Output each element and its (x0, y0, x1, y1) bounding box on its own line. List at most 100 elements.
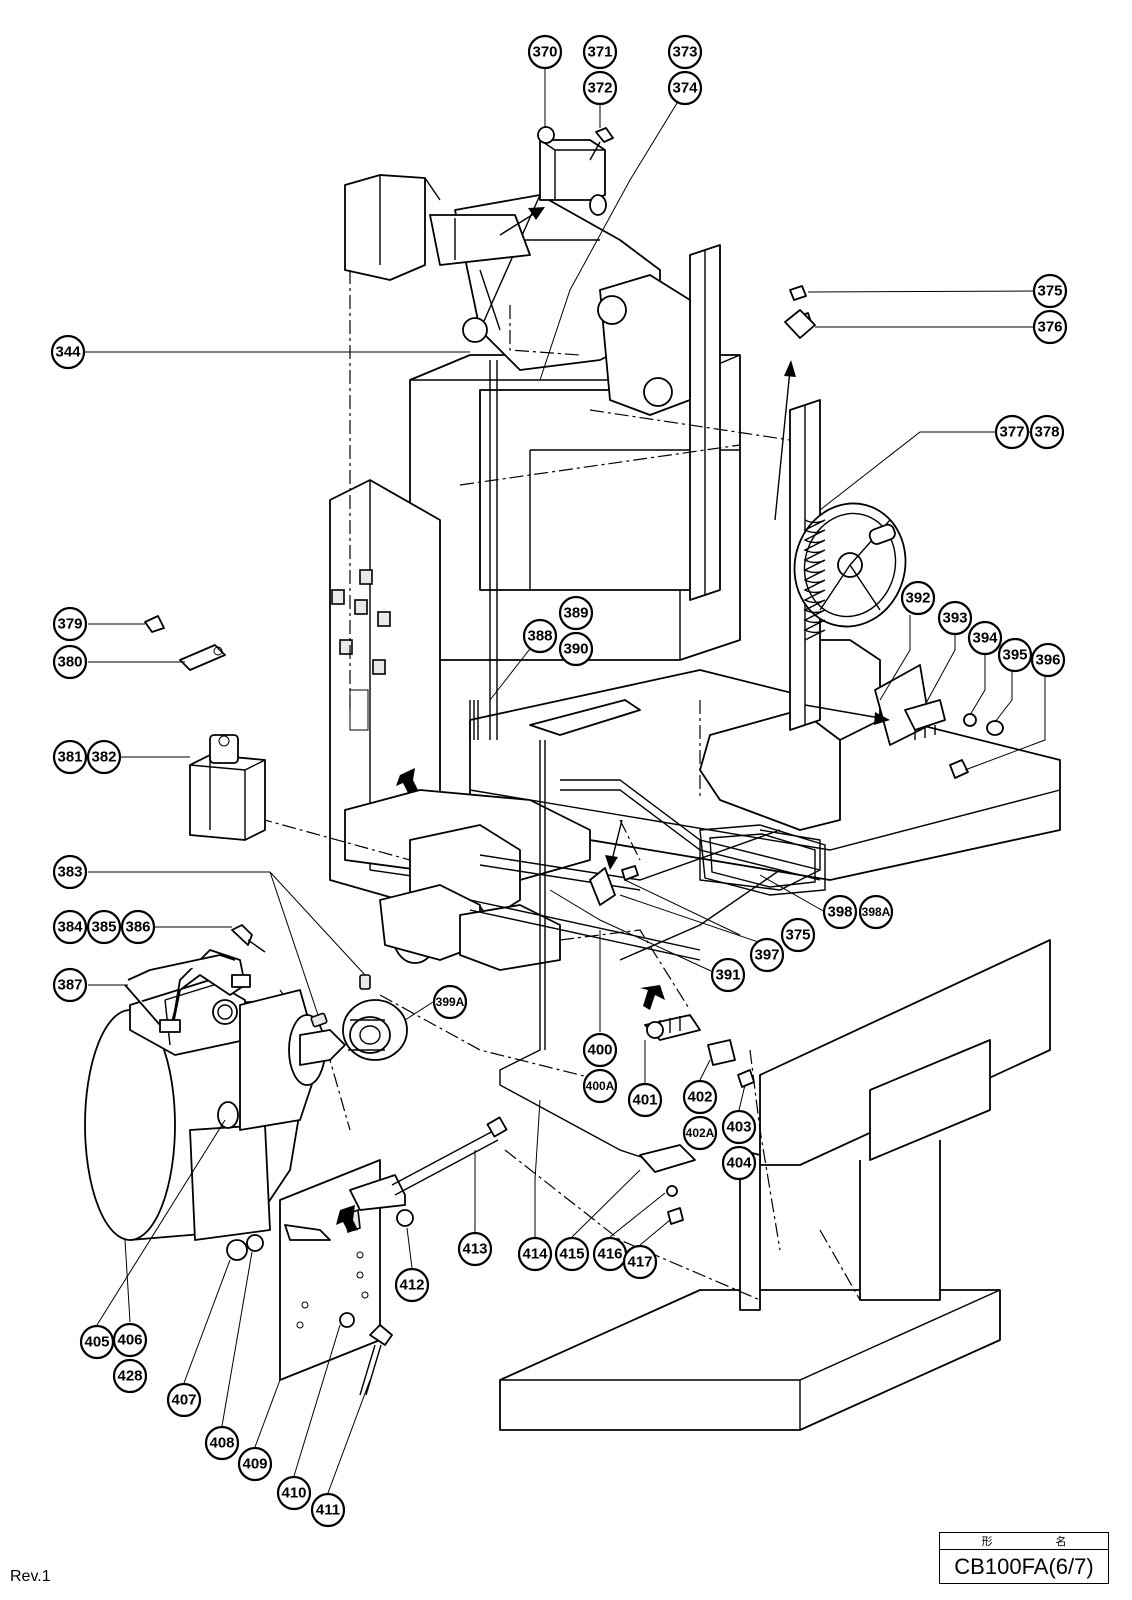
callout-403: 403 (721, 1109, 757, 1145)
svg-text:393: 393 (942, 610, 967, 627)
svg-text:416: 416 (597, 1246, 622, 1263)
callout-402: 402 (682, 1079, 718, 1115)
svg-text:401: 401 (632, 1092, 657, 1109)
svg-text:411: 411 (316, 1502, 340, 1519)
svg-text:381: 381 (57, 749, 82, 766)
model-code: CB100FA(6/7) (954, 1554, 1094, 1579)
svg-text:378: 378 (1034, 424, 1059, 441)
svg-text:398: 398 (827, 904, 852, 921)
svg-text:407: 407 (171, 1392, 196, 1409)
svg-text:344: 344 (55, 344, 81, 361)
svg-text:392: 392 (905, 590, 930, 607)
svg-text:388: 388 (527, 628, 552, 645)
svg-text:403: 403 (726, 1119, 751, 1136)
svg-text:377: 377 (999, 424, 1024, 441)
svg-text:402: 402 (687, 1089, 712, 1106)
callout-410: 410 (276, 1475, 312, 1511)
svg-text:399A: 399A (436, 995, 465, 1009)
model-header: 形 名 (940, 1533, 1108, 1550)
callout-384: 384 (52, 909, 88, 945)
callout-390: 390 (558, 631, 594, 667)
svg-text:387: 387 (57, 977, 82, 994)
svg-text:380: 380 (57, 654, 82, 671)
callout-404: 404 (721, 1145, 757, 1181)
revision-label: Rev.1 (10, 1568, 51, 1585)
callout-376: 376 (1032, 309, 1068, 345)
svg-text:413: 413 (462, 1241, 487, 1258)
svg-text:375: 375 (785, 927, 810, 944)
svg-text:382: 382 (91, 749, 116, 766)
svg-text:395: 395 (1002, 647, 1027, 664)
svg-text:370: 370 (532, 44, 557, 61)
svg-text:384: 384 (57, 919, 83, 936)
svg-text:372: 372 (587, 80, 612, 97)
callout-414: 414 (517, 1236, 553, 1272)
callout-383: 383 (52, 854, 88, 890)
callout-413: 413 (457, 1231, 493, 1267)
callout-398A: 398A (858, 894, 894, 930)
callout-386: 386 (120, 909, 156, 945)
svg-text:409: 409 (242, 1456, 267, 1473)
callout-405: 405 (79, 1324, 115, 1360)
svg-text:396: 396 (1035, 652, 1060, 669)
callout-407: 407 (166, 1382, 202, 1418)
callout-400A: 400A (582, 1068, 618, 1104)
svg-text:410: 410 (281, 1485, 306, 1502)
callout-370: 370 (527, 34, 563, 70)
svg-text:389: 389 (563, 605, 588, 622)
callout-395: 395 (997, 637, 1033, 673)
svg-text:391: 391 (715, 967, 740, 984)
callout-382: 382 (86, 739, 122, 775)
callout-344: 344 (50, 334, 86, 370)
callout-374: 374 (667, 70, 703, 106)
svg-text:383: 383 (57, 864, 82, 881)
callout-411: 411 (310, 1492, 346, 1528)
callout-380: 380 (52, 644, 88, 680)
callout-375-mid: 375 (780, 917, 816, 953)
svg-text:415: 415 (559, 1246, 584, 1263)
callout-378: 378 (1029, 414, 1065, 450)
callout-416: 416 (592, 1236, 628, 1272)
svg-text:408: 408 (209, 1435, 234, 1452)
callout-371: 371 (582, 34, 618, 70)
svg-text:400A: 400A (586, 1079, 615, 1093)
svg-text:405: 405 (84, 1334, 109, 1351)
callouts: 370 371 372 373 374 375 376 344 377 378 … (50, 34, 1068, 1528)
callout-379: 379 (52, 606, 88, 642)
callout-392: 392 (900, 580, 936, 616)
svg-text:376: 376 (1037, 319, 1062, 336)
callout-402A: 402A (682, 1115, 718, 1151)
callout-391: 391 (710, 957, 746, 993)
callout-389: 389 (558, 595, 594, 631)
callout-399A: 399A (432, 984, 468, 1020)
callout-401: 401 (627, 1082, 663, 1118)
svg-text:406: 406 (117, 1332, 142, 1349)
svg-text:404: 404 (726, 1155, 752, 1172)
callout-385: 385 (86, 909, 122, 945)
callout-396: 396 (1030, 642, 1066, 678)
svg-text:412: 412 (399, 1277, 424, 1294)
svg-text:394: 394 (972, 630, 998, 647)
svg-text:390: 390 (563, 641, 588, 658)
svg-text:374: 374 (672, 80, 698, 97)
svg-text:379: 379 (57, 616, 82, 633)
callout-388: 388 (522, 618, 558, 654)
svg-text:402A: 402A (686, 1126, 715, 1140)
svg-text:375: 375 (1037, 283, 1062, 300)
callout-381: 381 (52, 739, 88, 775)
callout-400: 400 (582, 1032, 618, 1068)
callout-415: 415 (554, 1236, 590, 1272)
callout-377: 377 (994, 414, 1030, 450)
callout-428: 428 (112, 1358, 148, 1394)
callout-393: 393 (937, 600, 973, 636)
callout-394: 394 (967, 620, 1003, 656)
svg-text:373: 373 (672, 44, 697, 61)
callout-398: 398 (822, 894, 858, 930)
callout-409: 409 (237, 1446, 273, 1482)
model-title-block: 形 名 CB100FA(6/7) (939, 1532, 1109, 1584)
callout-397: 397 (749, 937, 785, 973)
callout-406: 406 (112, 1322, 148, 1358)
svg-text:400: 400 (587, 1042, 612, 1059)
callout-408: 408 (204, 1425, 240, 1461)
